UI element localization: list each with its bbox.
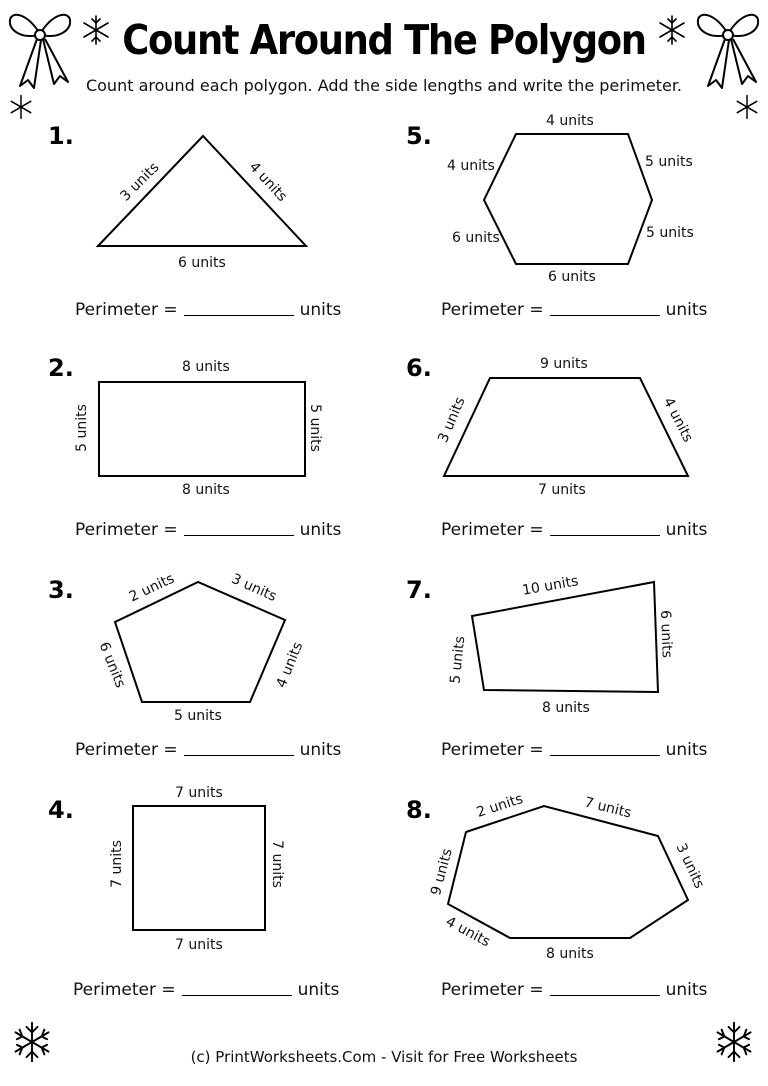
snowflake-icon (659, 15, 685, 45)
perimeter-line: Perimeter =units (75, 300, 342, 320)
side-label: 6 units (178, 255, 226, 271)
perimeter-line: Perimeter =units (75, 520, 342, 540)
perimeter-line: Perimeter =units (75, 740, 342, 760)
problem-8: 8. 2 units 7 units 3 units 8 units 4 uni… (384, 774, 768, 1000)
bow-icon (696, 13, 760, 89)
answer-blank[interactable] (183, 754, 294, 756)
answer-blank[interactable] (183, 314, 294, 316)
footer-credit: (c) PrintWorksheets.Com - Visit for Free… (190, 1048, 578, 1066)
instructions: Count around each polygon. Add the side … (85, 76, 683, 95)
triangle-shape (95, 134, 309, 247)
problem-number: 2. (48, 354, 74, 382)
bow-icon (8, 13, 72, 89)
side-label: 5 units (306, 404, 323, 452)
snowflake-icon (716, 1021, 752, 1063)
problem-6: 6. 9 units 4 units 7 units 3 units Perim… (384, 332, 768, 554)
side-label: 5 units (646, 225, 694, 241)
side-label: 7 units (108, 840, 125, 888)
snowflake-icon (10, 94, 32, 120)
answer-blank[interactable] (549, 994, 660, 996)
answer-blank[interactable] (183, 534, 294, 536)
trapezoid-shape (442, 377, 690, 477)
side-label: 6 units (452, 230, 500, 246)
rectangle-shape (98, 381, 306, 477)
perimeter-line: Perimeter =units (441, 980, 708, 1000)
hexagon-shape (482, 133, 654, 265)
side-label: 7 units (268, 840, 285, 888)
snowflake-icon (736, 94, 758, 120)
side-label: 7 units (175, 937, 223, 953)
perimeter-line: Perimeter =units (441, 520, 708, 540)
side-label: 4 units (546, 113, 594, 129)
page-title: Count Around The Polygon (122, 16, 647, 64)
problem-2: 2. 8 units 5 units 5 units 8 units Perim… (0, 332, 384, 554)
irregular-hexagon-shape (446, 804, 690, 939)
problem-number: 7. (406, 576, 432, 604)
problem-5: 5. 4 units 5 units 5 units 6 units 6 uni… (384, 110, 768, 332)
answer-blank[interactable] (181, 994, 292, 996)
side-label: 6 units (657, 609, 675, 659)
perimeter-line: Perimeter =units (441, 300, 708, 320)
side-label: 7 units (538, 482, 586, 498)
perimeter-line: Perimeter =units (73, 980, 340, 1000)
side-label: 5 units (645, 154, 693, 170)
side-label: 7 units (175, 785, 223, 801)
answer-blank[interactable] (549, 754, 660, 756)
problem-number: 5. (406, 122, 432, 150)
snowflake-icon (83, 15, 109, 45)
problem-4: 4. 7 units 7 units 7 units 7 units Perim… (0, 774, 384, 1000)
answer-blank[interactable] (549, 314, 660, 316)
side-label: 6 units (548, 269, 596, 285)
problem-number: 3. (48, 576, 74, 604)
problem-number: 1. (48, 122, 74, 150)
answer-blank[interactable] (549, 534, 660, 536)
problem-number: 8. (406, 796, 432, 824)
snowflake-icon (14, 1021, 50, 1063)
problem-number: 4. (48, 796, 74, 824)
side-label: 9 units (540, 356, 588, 372)
side-label: 5 units (174, 708, 222, 724)
perimeter-line: Perimeter =units (441, 740, 708, 760)
problem-number: 6. (406, 354, 432, 382)
problem-1: 1. 3 units 4 units 6 units Perimeter =un… (0, 110, 384, 332)
side-label: 8 units (546, 946, 594, 962)
quadrilateral-shape (470, 580, 660, 694)
problem-7: 7. 10 units 6 units 8 units 5 units Peri… (384, 552, 768, 774)
problem-3: 3. 2 units 3 units 4 units 5 units 6 uni… (0, 552, 384, 774)
square-shape (132, 805, 266, 931)
pentagon-shape (113, 580, 287, 703)
side-label: 8 units (542, 700, 590, 716)
side-label: 8 units (182, 359, 230, 375)
side-label: 5 units (73, 404, 90, 452)
side-label: 8 units (182, 482, 230, 498)
side-label: 4 units (447, 158, 495, 174)
